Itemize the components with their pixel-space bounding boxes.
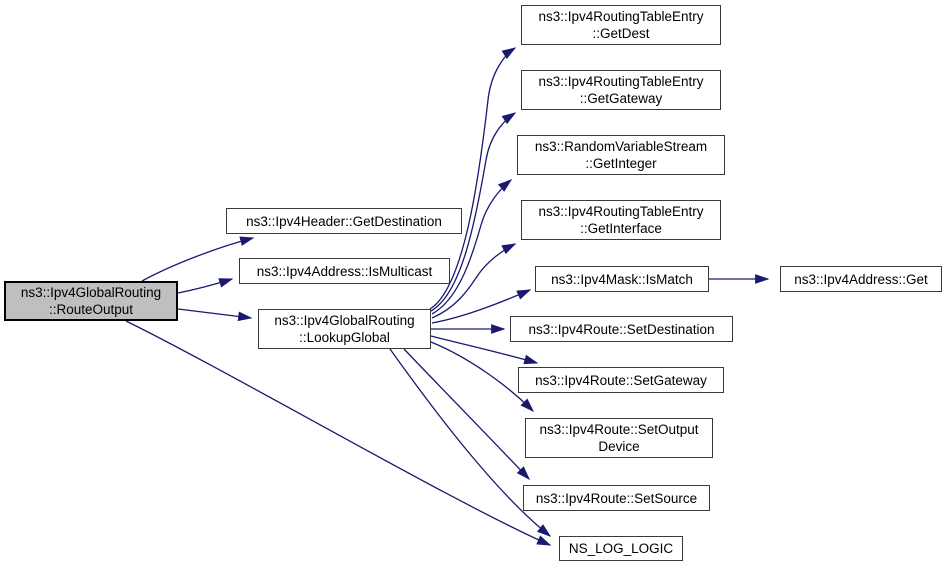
node-label: ns3::Ipv4Address::IsMulticast (256, 263, 433, 279)
edge-route-output-to-lookup-global (177, 308, 253, 322)
node-label: NS_LOG_LOGIC (568, 541, 674, 556)
node-set-gateway[interactable]: ns3::Ipv4Route::SetGateway (518, 367, 724, 393)
node-get-integer[interactable]: ns3::RandomVariableStream ::GetInteger (517, 135, 725, 175)
node-lookup-global[interactable]: ns3::Ipv4GlobalRouting ::LookupGlobal (258, 309, 431, 349)
edge-lookup-global-to-get-integer (431, 179, 513, 315)
node-is-match[interactable]: ns3::Ipv4Mask::IsMatch (535, 266, 709, 292)
node-route-output[interactable]: ns3::Ipv4GlobalRouting ::RouteOutput (4, 281, 178, 321)
node-label: ns3::Ipv4Route::SetGateway (535, 372, 707, 388)
node-label: ns3::Ipv4Mask::IsMatch (551, 271, 693, 287)
edge-lookup-global-to-get-gateway (430, 112, 517, 312)
node-label: ns3::Ipv4RoutingTableEntry ::GetDest (538, 9, 704, 41)
node-set-source[interactable]: ns3::Ipv4Route::SetSource (523, 485, 710, 511)
node-label: ns3::Ipv4Route::SetOutput Device (539, 422, 699, 454)
edge-lookup-global-to-is-match (431, 289, 532, 324)
node-label: ns3::Ipv4RoutingTableEntry ::GetGateway (538, 74, 704, 106)
node-label: ns3::Ipv4Route::SetSource (535, 490, 698, 506)
node-set-output-device[interactable]: ns3::Ipv4Route::SetOutput Device (525, 418, 713, 458)
node-get-dest[interactable]: ns3::Ipv4RoutingTableEntry ::GetDest (521, 5, 721, 45)
node-label: ns3::Ipv4RoutingTableEntry ::GetInterfac… (538, 204, 704, 236)
edge-lookup-global-to-set-gateway (430, 335, 539, 365)
edge-lookup-global-to-set-output-device (430, 341, 535, 413)
node-ipv4address-is-multicast[interactable]: ns3::Ipv4Address::IsMulticast (239, 258, 450, 284)
node-ipv4address-get[interactable]: ns3::Ipv4Address::Get (780, 266, 942, 292)
edge-lookup-global-to-set-source (403, 348, 530, 481)
edge-route-output-to-is-multicast (177, 278, 234, 294)
node-set-destination[interactable]: ns3::Ipv4Route::SetDestination (510, 316, 733, 342)
edge-lookup-global-to-get-interface (431, 243, 517, 319)
node-get-interface[interactable]: ns3::Ipv4RoutingTableEntry ::GetInterfac… (521, 200, 721, 240)
edge-route-output-to-ns-log-logic (125, 320, 552, 546)
node-label: ns3::Ipv4Header::GetDestination (246, 213, 442, 229)
edge-route-output-to-get-destination (141, 236, 255, 282)
node-label: ns3::Ipv4GlobalRouting ::RouteOutput (20, 285, 162, 317)
node-ns-log-logic[interactable]: NS_LOG_LOGIC (559, 536, 683, 561)
node-get-gateway[interactable]: ns3::Ipv4RoutingTableEntry ::GetGateway (521, 70, 721, 110)
node-label: ns3::Ipv4Address::Get (794, 271, 928, 287)
edge-lookup-global-to-get-dest (429, 47, 517, 310)
edge-lookup-global-to-ns-log-logic (389, 348, 552, 537)
node-label: ns3::RandomVariableStream ::GetInteger (534, 139, 708, 171)
node-label: ns3::Ipv4Route::SetDestination (528, 321, 715, 337)
node-label: ns3::Ipv4GlobalRouting ::LookupGlobal (274, 313, 415, 345)
node-ipv4header-get-destination[interactable]: ns3::Ipv4Header::GetDestination (226, 208, 462, 234)
